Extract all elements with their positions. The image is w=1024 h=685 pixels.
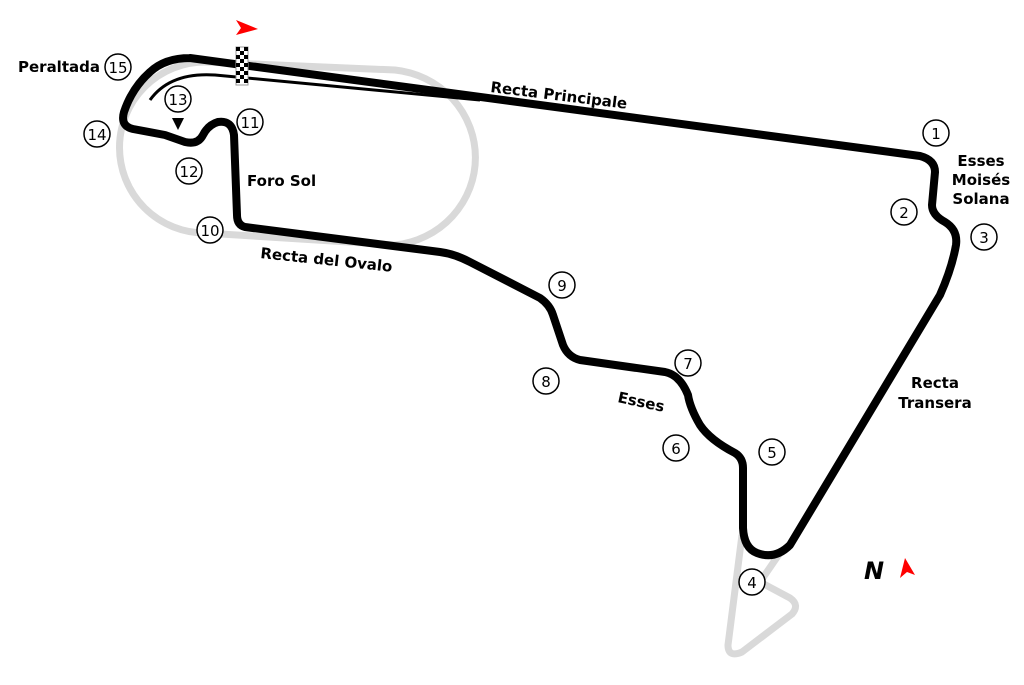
- turn-number: 8: [541, 373, 551, 391]
- turn-number: 9: [557, 277, 567, 295]
- turn-circle: [758, 438, 786, 466]
- turn-number: 1: [931, 125, 941, 143]
- turn-marker-6: 6: [662, 434, 690, 462]
- turn-marker-2: 2: [890, 198, 918, 226]
- turn-marker-4: 4: [738, 568, 766, 596]
- turn-marker-12: 12: [175, 157, 203, 185]
- turn-marker-8: 8: [532, 367, 560, 395]
- checkered-flag-icon: [235, 46, 249, 86]
- oval-unused-track: [116, 58, 479, 249]
- turn-marker-5: 5: [758, 438, 786, 466]
- label-esses-moises-3: Solana: [952, 190, 1009, 208]
- north-arrow-icon: [900, 558, 915, 578]
- turn-circle: [175, 157, 203, 185]
- turn-number: 12: [179, 163, 198, 181]
- label-recta-transera-1: Recta: [911, 374, 959, 392]
- turn-circle: [532, 367, 560, 395]
- turn-marker-3: 3: [970, 223, 998, 251]
- turn-number: 2: [899, 204, 909, 222]
- turn-circle: [890, 198, 918, 226]
- turn-marker-1: 1: [922, 119, 950, 147]
- label-recta-transera-2: Transera: [898, 394, 971, 412]
- turn-number: 3: [979, 229, 989, 247]
- turn-marker-11: 11: [236, 108, 264, 136]
- turn-number: 14: [87, 126, 106, 144]
- turn-number: 15: [108, 59, 127, 77]
- turn-circle: [922, 119, 950, 147]
- turn-marker-9: 9: [548, 271, 576, 299]
- turn-circle: [104, 53, 132, 81]
- turn-circle: [674, 349, 702, 377]
- turn-marker-15: 15: [104, 53, 132, 81]
- label-esses-moises-2: Moisés: [952, 171, 1010, 189]
- turn-circle: [196, 216, 224, 244]
- label-foro-sol: Foro Sol: [247, 172, 316, 190]
- turn-13-arrow-icon: [172, 118, 184, 130]
- turn-circle: [548, 271, 576, 299]
- turn-number: 6: [671, 440, 681, 458]
- turn-number: 5: [767, 444, 777, 462]
- turn-circle: [738, 568, 766, 596]
- turn-number: 13: [168, 91, 187, 109]
- turn-marker-7: 7: [674, 349, 702, 377]
- pit-lane: [148, 73, 481, 102]
- north-label: N: [864, 557, 884, 585]
- turn-circle: [970, 223, 998, 251]
- label-peraltada: Peraltada: [18, 58, 100, 76]
- start-direction-arrow-icon: [236, 20, 258, 35]
- turn-number: 4: [747, 574, 757, 592]
- turn-number: 7: [683, 355, 693, 373]
- label-esses-moises-1: Esses: [957, 152, 1004, 170]
- label-recta-del-ovalo: Recta del Ovalo: [260, 244, 394, 276]
- turn-marker-13: 13: [164, 85, 192, 113]
- turn-circle: [236, 108, 264, 136]
- turn-number: 10: [200, 222, 219, 240]
- turn-circle: [662, 434, 690, 462]
- turn-circle: [83, 120, 111, 148]
- label-esses: Esses: [616, 388, 666, 415]
- hairpin-unused-track: [724, 534, 799, 658]
- turn-circle: [164, 85, 192, 113]
- race-track: [119, 54, 961, 560]
- turn-marker-10: 10: [196, 216, 224, 244]
- turn-marker-14: 14: [83, 120, 111, 148]
- turn-number: 11: [240, 114, 259, 132]
